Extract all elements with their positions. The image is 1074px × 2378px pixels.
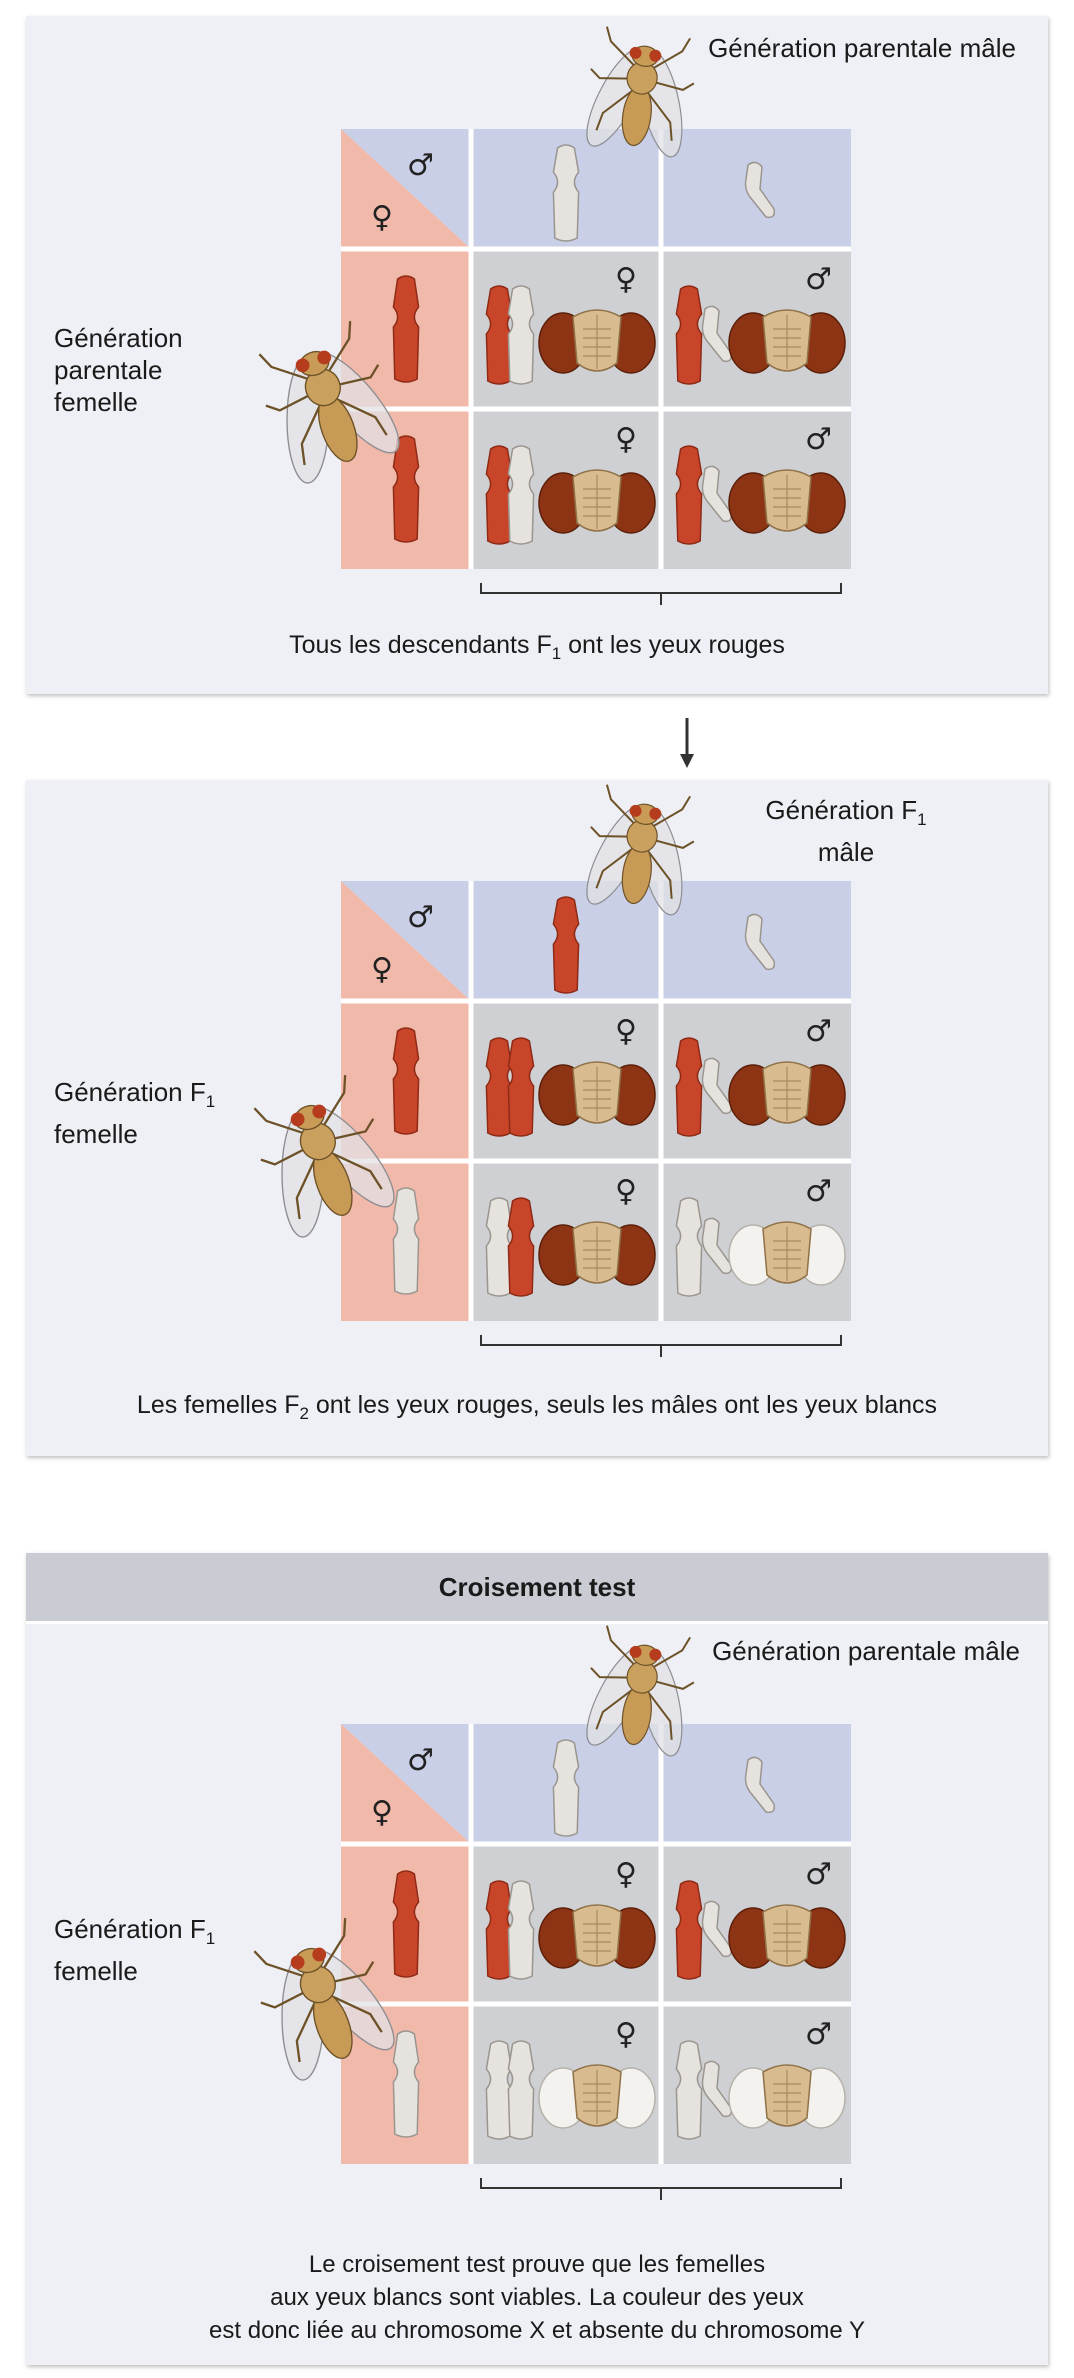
offspring-bracket	[481, 2178, 841, 2200]
panel-f1-cross: ♀ ♂ ♀ ♂ ♀ ♂ Génération F1 mâle Génération F1 …	[26, 780, 1048, 1456]
offspring-x-chromosome	[676, 1881, 701, 1979]
panel-parental-cross: ♀ ♂ ♀ ♂ ♀ ♂ Génération parentale mâle Générat…	[26, 16, 1048, 694]
offspring-x-chromosome	[508, 1881, 533, 1979]
female-x-chromosome	[393, 436, 418, 542]
offspring-x-chromosome	[676, 446, 701, 544]
female-symbol: ♀	[371, 952, 393, 987]
offspring-head-icon	[539, 1905, 655, 1968]
offspring-head-icon	[729, 1222, 845, 1285]
offspring-x-chromosome	[676, 1038, 701, 1136]
male-symbol: ♂	[805, 1857, 832, 1892]
offspring-head-icon	[539, 470, 655, 533]
offspring-head-icon	[729, 310, 845, 373]
offspring-head-icon	[729, 1905, 845, 1968]
male-symbol: ♂	[805, 1174, 832, 1209]
offspring-head-icon	[539, 310, 655, 373]
male-symbol: ♂	[805, 2017, 832, 2052]
male-x-chromosome	[553, 145, 578, 241]
offspring-head-icon	[729, 1062, 845, 1125]
female-x-chromosome	[393, 1871, 418, 1977]
offspring-x-chromosome	[508, 1038, 533, 1136]
male-parent-label: Génération parentale mâle	[702, 32, 1022, 64]
male-symbol: ♂	[407, 900, 434, 935]
male-symbol: ♂	[805, 422, 832, 457]
offspring-x-chromosome	[676, 286, 701, 384]
female-x-chromosome	[393, 1188, 418, 1294]
offspring-bracket	[481, 583, 841, 605]
panel1-caption: Tous les descendants F1 ont les yeux rou…	[26, 628, 1048, 671]
female-symbol: ♀	[615, 422, 637, 457]
panel2-caption: Les femelles F2 ont les yeux rouges, seu…	[26, 1388, 1048, 1431]
male-symbol: ♂	[805, 262, 832, 297]
female-symbol: ♀	[615, 1857, 637, 1892]
female-symbol: ♀	[371, 1795, 393, 1830]
female-x-chromosome	[393, 2031, 418, 2137]
male-symbol: ♂	[407, 148, 434, 183]
offspring-head-icon	[729, 470, 845, 533]
offspring-x-chromosome	[676, 1198, 701, 1296]
offspring-head-icon	[539, 1062, 655, 1125]
offspring-x-chromosome	[676, 2041, 701, 2139]
male-f1-label: Génération F1 mâle	[726, 794, 966, 868]
panel3-caption: Le croisement test prouve que les femell…	[26, 2248, 1048, 2347]
offspring-bracket	[481, 1335, 841, 1357]
female-symbol: ♀	[615, 1174, 637, 1209]
female-x-chromosome	[393, 1028, 418, 1134]
female-f1-label: Génération F1 femelle	[54, 1076, 264, 1150]
female-parent-label: Génération parentale femelle	[54, 322, 244, 418]
offspring-head-icon	[539, 1222, 655, 1285]
offspring-x-chromosome	[508, 446, 533, 544]
offspring-head-icon	[729, 2065, 845, 2128]
female-x-chromosome	[393, 276, 418, 382]
female-symbol: ♀	[615, 2017, 637, 2052]
offspring-head-icon	[539, 2065, 655, 2128]
female-symbol: ♀	[615, 262, 637, 297]
panel-test-cross: Croisement test ♀♂♀♂♀♂ Génération parent…	[26, 1553, 1048, 2365]
male-parent-label-test: Génération parentale mâle	[706, 1635, 1026, 1667]
offspring-x-chromosome	[508, 1198, 533, 1296]
female-f1-label-test: Génération F1 femelle	[54, 1913, 264, 1987]
female-symbol: ♀	[371, 200, 393, 235]
down-arrow-icon	[677, 718, 697, 770]
offspring-x-chromosome	[508, 2041, 533, 2139]
male-x-chromosome	[553, 1740, 578, 1836]
male-symbol: ♂	[805, 1014, 832, 1049]
offspring-x-chromosome	[508, 286, 533, 384]
female-symbol: ♀	[615, 1014, 637, 1049]
male-x-chromosome	[553, 897, 578, 993]
male-symbol: ♂	[407, 1743, 434, 1778]
